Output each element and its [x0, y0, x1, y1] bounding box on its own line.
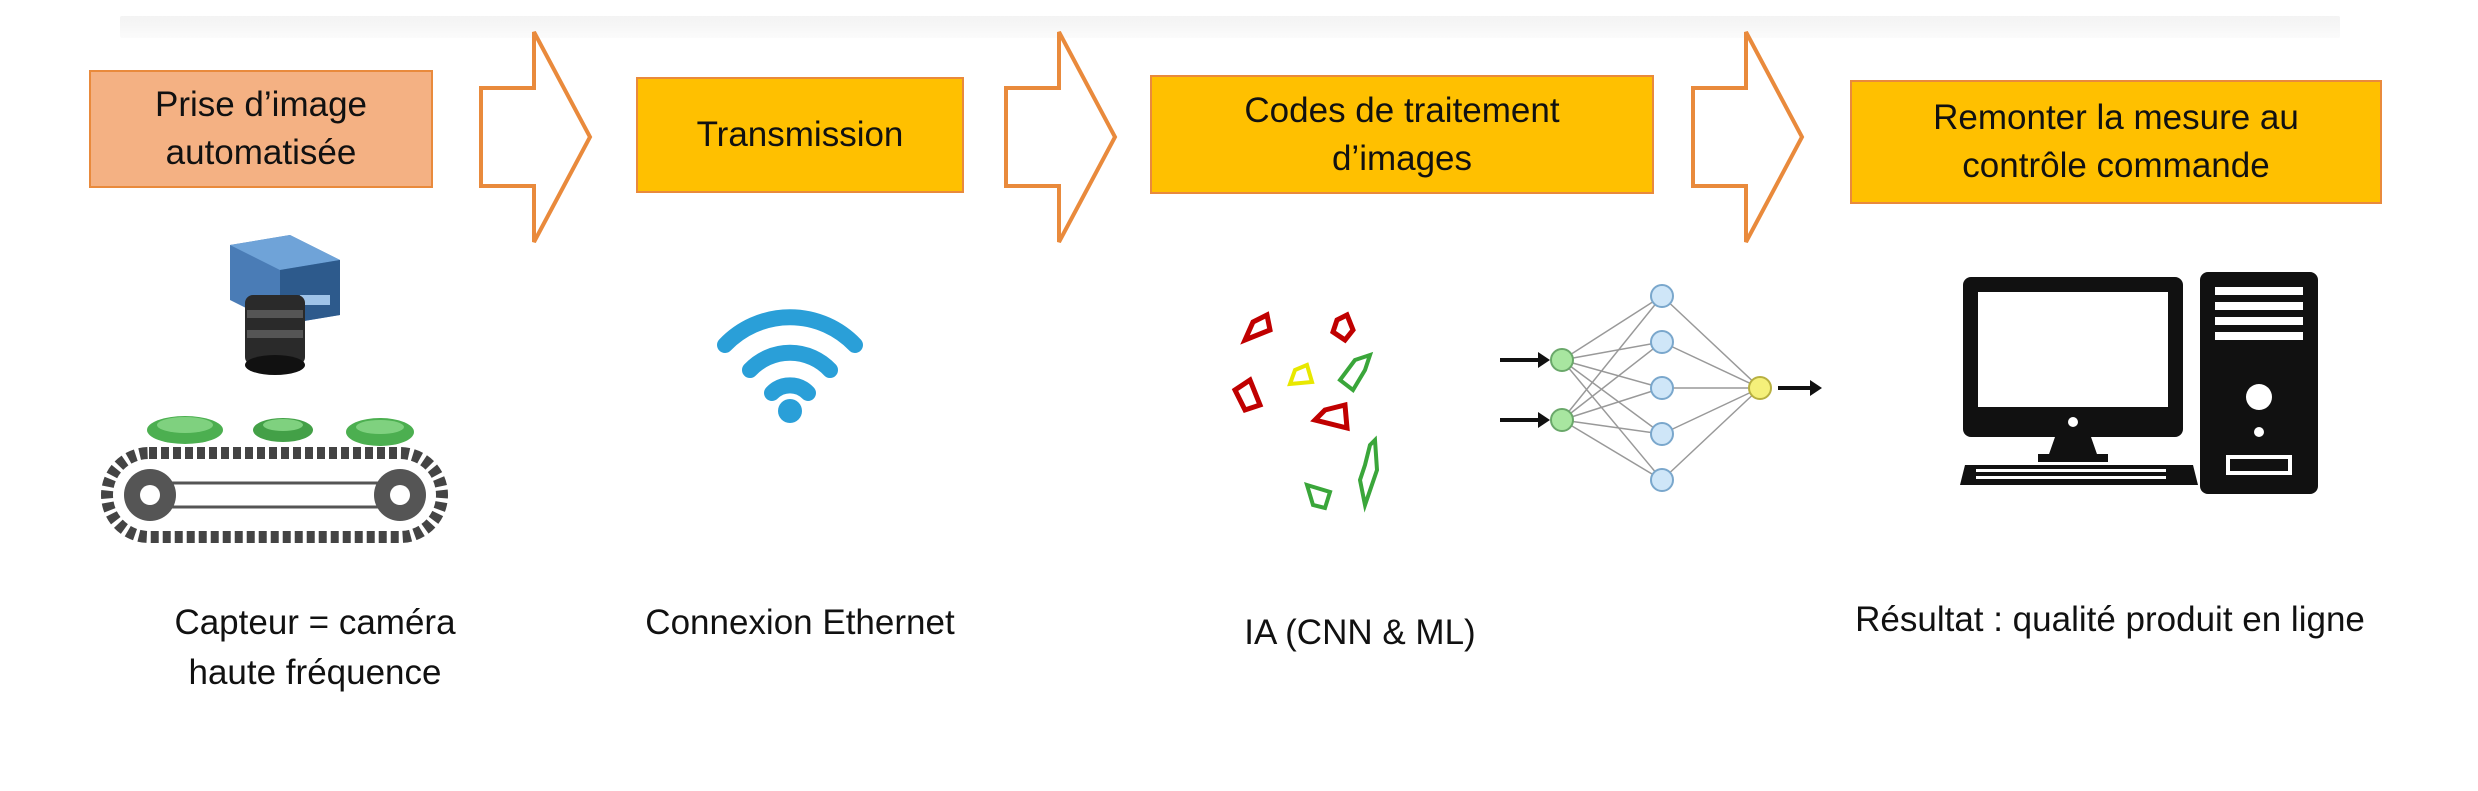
camera-on-conveyor-icon: [101, 235, 448, 543]
defect-shapes-icon: [1231, 311, 1380, 513]
neural-network-icon: [1500, 284, 1822, 492]
caption-ethernet: Connexion Ethernet: [645, 603, 955, 642]
flow-arrow-3: [1691, 31, 1805, 243]
caption-sensor: Capteur = caméra haute fréquence: [174, 603, 456, 692]
step-image-processing-label: Codes de traitement d’images: [1244, 90, 1560, 178]
step-image-capture-label: Prise d’image automatisée: [154, 85, 368, 172]
step-transmission: Transmission: [636, 77, 964, 193]
step-image-capture: Prise d’image automatisée: [89, 70, 433, 188]
top-bar: [120, 16, 2340, 38]
step-transmission-label: Transmission: [696, 115, 904, 154]
computer-icon: [1960, 272, 2318, 494]
caption-ai: IA (CNN & ML): [1244, 613, 1476, 652]
step-image-processing: Codes de traitement d’images: [1150, 75, 1654, 194]
step-report-measure: Remonter la mesure au contrôle commande: [1850, 80, 2382, 204]
flow-arrow-2: [1004, 31, 1118, 243]
step-report-measure-label: Remonter la mesure au contrôle commande: [1933, 98, 2299, 185]
caption-result: Résultat : qualité produit en ligne: [1855, 600, 2365, 639]
wifi-icon: [717, 309, 863, 423]
flow-arrow-1: [479, 31, 593, 243]
